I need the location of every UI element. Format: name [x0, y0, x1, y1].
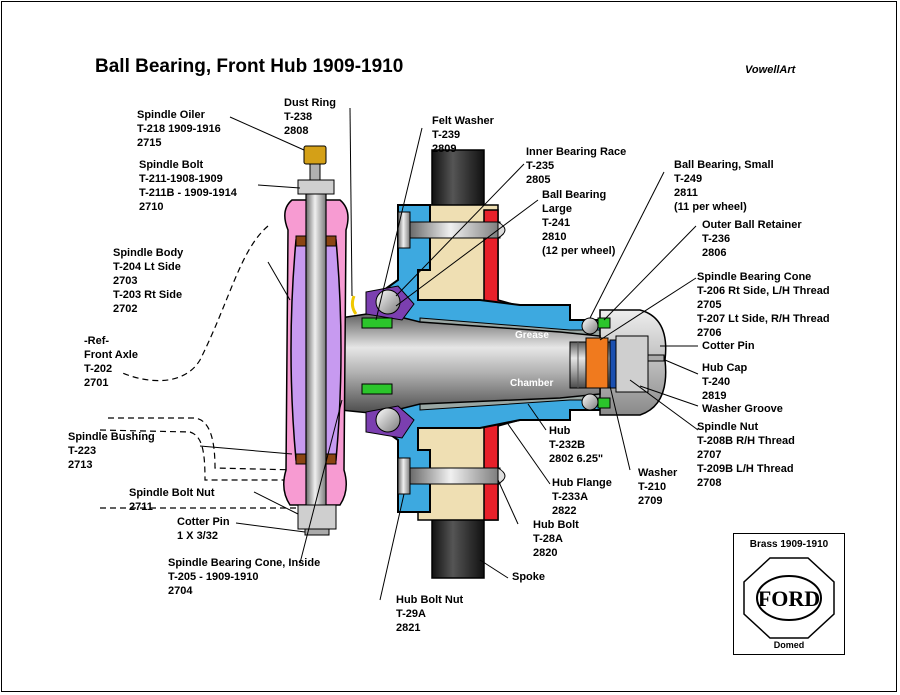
washer [609, 339, 617, 389]
spindle-nut [615, 335, 649, 393]
spindle-bolt [305, 184, 327, 516]
ford-logo-icon: FORD [743, 557, 835, 639]
outer-ball-retainer-lower [597, 397, 611, 409]
grease-label: Grease [515, 330, 549, 341]
spindle-oiler [303, 145, 327, 165]
ball-bearing-small-lower [581, 393, 599, 411]
cotter-pin-right [647, 354, 665, 362]
leader-lines [199, 107, 699, 601]
badge-top-text: Brass 1909-1910 [749, 539, 829, 550]
hub-bolt-bottom [397, 457, 506, 495]
ford-badge: Brass 1909-1910 FORD Domed [733, 533, 845, 655]
chamber-label: Chamber [510, 378, 554, 389]
outer-ball-retainer [597, 317, 611, 329]
label-spindle-bolt-nut: Spindle Bolt Nut [129, 487, 215, 499]
front-axle-ref [99, 225, 299, 509]
spindle-bearing-cone [585, 337, 609, 389]
label-spindle-bolt-nut-number: 2711 [129, 501, 153, 513]
ball-bearing-large-lower [375, 407, 401, 433]
badge-bottom-text: Domed [773, 640, 805, 650]
spindle-bolt-head [297, 179, 335, 195]
artist-credit: VowellArt [745, 64, 796, 76]
diagram-title: Ball Bearing, Front Hub 1909-1910 [95, 56, 404, 77]
dust-ring [350, 295, 358, 315]
label-cotter-pin-right: Cotter Pin [702, 340, 755, 352]
spindle-bolt-nut [297, 504, 337, 530]
ball-bearing-small [581, 317, 599, 335]
felt-washer [361, 317, 393, 329]
label-spoke: Spoke [512, 571, 546, 583]
ball-bearing-large [375, 289, 401, 315]
spindle-oiler-stem [309, 163, 321, 181]
label-washer-groove: Washer Groove [702, 403, 783, 415]
felt-washer-lower [361, 383, 393, 395]
badge-logo-text: FORD [758, 586, 820, 611]
